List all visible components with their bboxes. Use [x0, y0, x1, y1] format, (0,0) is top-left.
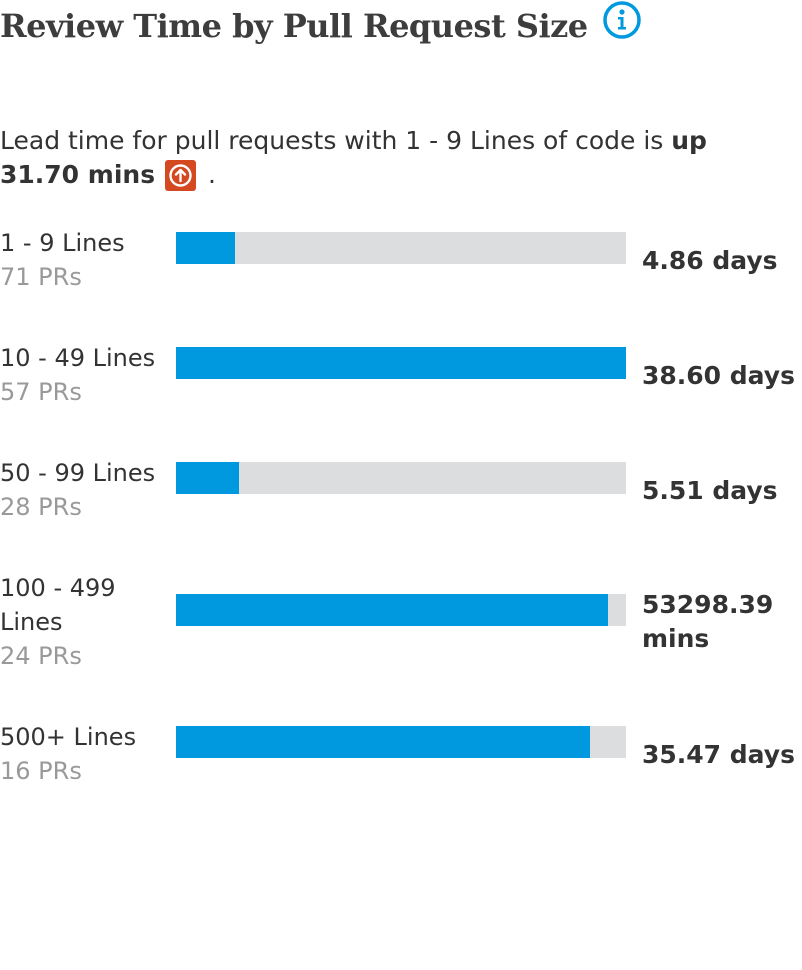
- header: Review Time by Pull Request Size: [0, 1, 642, 46]
- row-pr-count: 71 PRs: [0, 263, 82, 291]
- row-pr-count: 16 PRs: [0, 757, 82, 785]
- row-pr-count: 28 PRs: [0, 493, 82, 521]
- row-label: 100 - 499 Lines 24 PRs: [0, 571, 165, 673]
- lead-time-summary: Lead time for pull requests with 1 - 9 L…: [0, 124, 780, 192]
- row-size-label: 500+ Lines: [0, 723, 137, 751]
- summary-suffix: .: [208, 160, 216, 189]
- row-label: 500+ Lines 16 PRs: [0, 720, 165, 788]
- row-lead-time: 53298.39 mins: [642, 590, 774, 653]
- bar-fill: [176, 462, 239, 494]
- row-size-label: 10 - 49 Lines: [0, 344, 156, 372]
- bar-fill: [176, 347, 626, 379]
- row-size-label: 50 - 99 Lines: [0, 459, 156, 487]
- bar-track: [176, 462, 626, 494]
- info-icon[interactable]: [602, 0, 642, 40]
- bar-fill: [176, 726, 590, 758]
- size-row-10-49: 10 - 49 Lines 57 PRs 38.60 days: [0, 341, 802, 441]
- bar-track: [176, 594, 626, 626]
- arrow-up-icon: [165, 160, 197, 191]
- row-pr-count: 57 PRs: [0, 378, 82, 406]
- bar-track: [176, 232, 626, 264]
- bar-track: [176, 347, 626, 379]
- row-lead-time: 38.60 days: [642, 361, 795, 390]
- row-label: 10 - 49 Lines 57 PRs: [0, 341, 165, 409]
- summary-prefix: Lead time for pull requests with 1 - 9 L…: [0, 126, 672, 155]
- row-label: 1 - 9 Lines 71 PRs: [0, 226, 165, 294]
- size-row-1-9: 1 - 9 Lines 71 PRs 4.86 days: [0, 226, 802, 326]
- summary-direction: up: [671, 126, 707, 155]
- size-row-100-499: 100 - 499 Lines 24 PRs 53298.39 mins: [0, 571, 802, 671]
- size-row-500-plus: 500+ Lines 16 PRs 35.47 days: [0, 720, 802, 820]
- row-lead-time: 35.47 days: [642, 740, 795, 769]
- row-pr-count: 24 PRs: [0, 642, 82, 670]
- size-row-50-99: 50 - 99 Lines 28 PRs 5.51 days: [0, 456, 802, 556]
- page-title: Review Time by Pull Request Size: [0, 7, 588, 45]
- summary-amount: 31.70 mins: [0, 160, 156, 189]
- bar-track: [176, 726, 626, 758]
- row-label: 50 - 99 Lines 28 PRs: [0, 456, 165, 524]
- row-size-label: 1 - 9 Lines: [0, 229, 125, 257]
- row-lead-time: 5.51 days: [642, 476, 778, 505]
- row-lead-time: 4.86 days: [642, 246, 778, 275]
- bar-fill: [176, 594, 608, 626]
- row-size-label: 100 - 499 Lines: [0, 574, 116, 636]
- bar-fill: [176, 232, 235, 264]
